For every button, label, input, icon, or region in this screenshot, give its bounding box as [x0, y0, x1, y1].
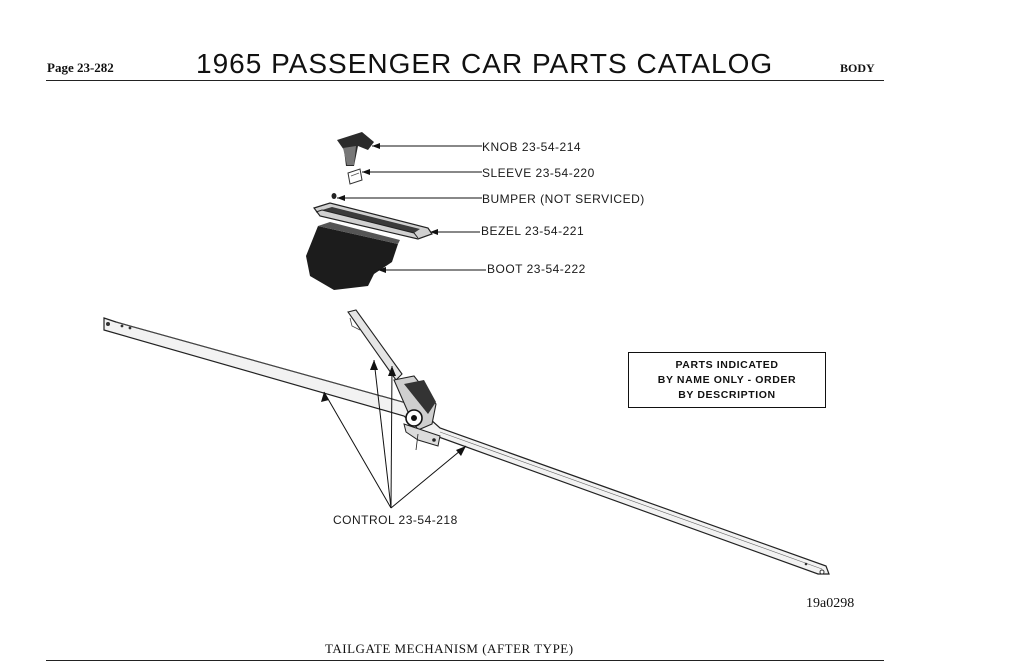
catalog-title: 1965 PASSENGER CAR PARTS CATALOG [196, 48, 774, 79]
handle-lever [347, 309, 437, 431]
notice-line-2: BY NAME ONLY - ORDER [657, 373, 797, 386]
figure-caption: TAILGATE MECHANISM (AFTER TYPE) [325, 641, 574, 656]
notice-line-1: PARTS INDICATED [675, 358, 779, 371]
callout-boot: BOOT 23-54-222 [487, 262, 586, 276]
section-name: BODY [840, 61, 875, 75]
footer-divider [46, 660, 884, 661]
header-divider [46, 80, 884, 81]
page-number: Page 23-282 [47, 60, 114, 75]
control-leader-lines [321, 359, 467, 509]
boot-part [306, 222, 486, 290]
pivot-mechanism [403, 409, 441, 451]
callout-sleeve: SLEEVE 23-54-220 [482, 166, 595, 180]
parts-notice-box: PARTS INDICATED BY NAME ONLY - ORDER BY … [628, 352, 826, 408]
figure-id: 19a0298 [806, 596, 855, 611]
knob-part [337, 132, 482, 166]
callout-control: CONTROL 23-54-218 [333, 513, 458, 527]
sleeve-part [347, 168, 482, 185]
callout-bezel: BEZEL 23-54-221 [481, 224, 585, 238]
callout-knob: KNOB 23-54-214 [482, 140, 582, 154]
callout-bumper: BUMPER (NOT SERVICED) [482, 192, 645, 206]
notice-line-3: BY DESCRIPTION [678, 388, 776, 401]
bumper-part [331, 193, 482, 201]
bezel-part [313, 202, 480, 240]
